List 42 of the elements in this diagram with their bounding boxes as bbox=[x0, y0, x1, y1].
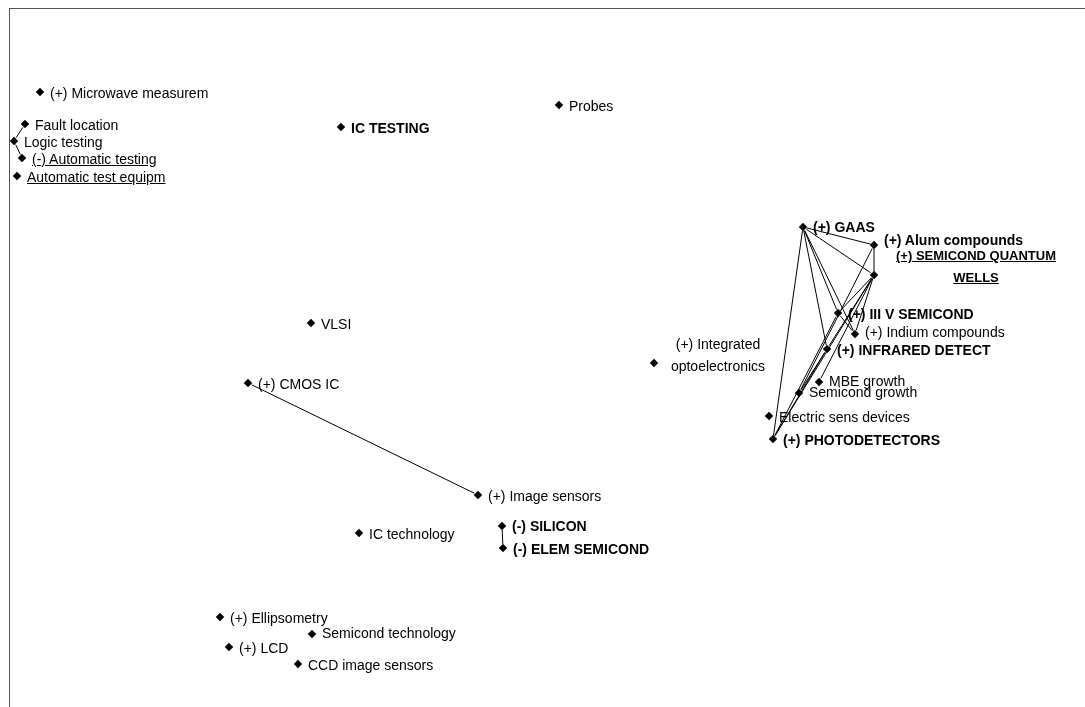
connector-line bbox=[800, 351, 826, 391]
term-label: (-) SILICON bbox=[512, 517, 587, 535]
term-label: Automatic test equipm bbox=[27, 168, 166, 186]
term-label: Logic testing bbox=[24, 133, 103, 151]
term-label: Probes bbox=[569, 97, 614, 115]
term-label: (-) ELEM SEMICOND bbox=[513, 540, 650, 558]
term-label: VLSI bbox=[321, 315, 352, 333]
term-label: (+) Indium compounds bbox=[865, 323, 1005, 341]
connector-line bbox=[15, 144, 21, 155]
term-label: (+) Integrated optoelectronics bbox=[669, 335, 767, 376]
term-label: (+) GAAS bbox=[813, 218, 875, 236]
connector-line bbox=[840, 277, 872, 311]
connector-line bbox=[805, 228, 872, 274]
term-label: (+) LCD bbox=[239, 639, 289, 657]
term-label: (+) Image sensors bbox=[488, 487, 602, 505]
connector-line bbox=[251, 384, 475, 494]
term-label: (-) Automatic testing bbox=[32, 150, 157, 168]
term-label: (+) SEMICOND QUANTUM WELLS bbox=[895, 248, 1057, 287]
term-label: (+) Ellipsometry bbox=[230, 609, 328, 627]
connector-line bbox=[774, 351, 826, 437]
connector-line bbox=[774, 277, 873, 437]
term-label: (+) CMOS IC bbox=[258, 375, 340, 393]
connector-line bbox=[806, 227, 871, 245]
term-label: CCD image sensors bbox=[308, 656, 434, 674]
term-label: IC TESTING bbox=[351, 119, 430, 137]
connector-line bbox=[840, 315, 853, 332]
connector-line bbox=[501, 529, 504, 545]
connector-line bbox=[873, 248, 875, 272]
connector-line bbox=[803, 230, 827, 346]
term-label: Fault location bbox=[35, 116, 119, 134]
connector-line bbox=[774, 316, 837, 436]
connector-line bbox=[820, 278, 873, 379]
term-label: IC technology bbox=[369, 525, 455, 543]
term-label: (+) Alum compounds bbox=[884, 231, 1024, 249]
term-label: Semicond technology bbox=[322, 625, 456, 642]
term-label: (+) INFRARED DETECT bbox=[837, 341, 991, 359]
connector-line bbox=[804, 230, 854, 331]
connector-line bbox=[773, 230, 803, 436]
connector-line bbox=[800, 248, 873, 390]
term-label: (+) Microwave measurem bbox=[50, 84, 209, 102]
term-label: (+) PHOTODETECTORS bbox=[783, 431, 940, 449]
connector-line bbox=[15, 126, 24, 139]
